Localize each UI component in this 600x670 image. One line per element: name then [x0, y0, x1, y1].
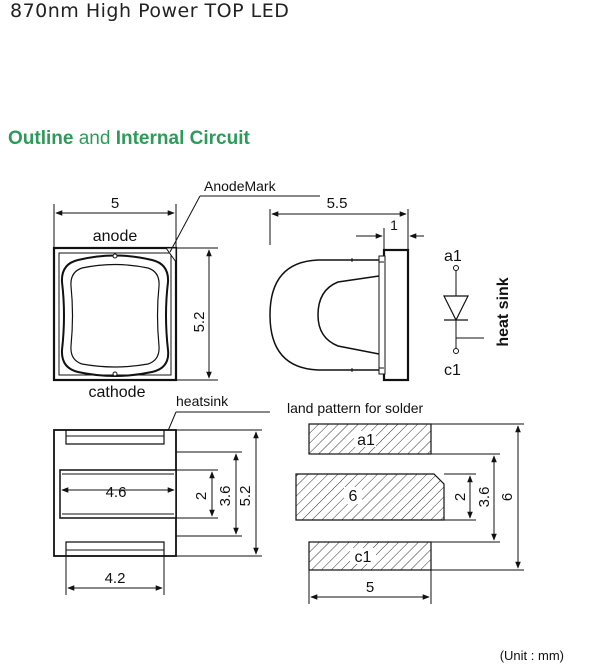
- heatsink-pad-bottom: [59, 469, 177, 519]
- top-width-label: 5: [111, 195, 119, 212]
- bottom-pad-width-label: 4.6: [106, 484, 127, 501]
- land-pattern-label: land pattern for solder: [287, 400, 424, 416]
- side-rim-label: 1: [390, 217, 398, 233]
- land-outer-height-label: 6: [499, 493, 516, 501]
- led-lens-top: [60, 254, 170, 377]
- bottom-inner-height-label: 3.6: [217, 486, 234, 507]
- internal-circuit: a1 c1 heat sink: [443, 248, 512, 379]
- side-depth-label: 5.5: [327, 195, 348, 212]
- anode-label: anode: [93, 228, 138, 245]
- land-pad-center: [295, 473, 445, 521]
- anode-mark-label: AnodeMark: [204, 178, 277, 194]
- anode-mark-corner: [165, 247, 177, 264]
- land-width-label: 5: [366, 579, 374, 596]
- heatsink-label: heatsink: [176, 393, 229, 409]
- circuit-c1-label: c1: [444, 362, 461, 379]
- land-pad-a1-label: a1: [357, 432, 375, 449]
- led-dome-side: [269, 259, 379, 371]
- land-pad-center-label: 6: [349, 488, 358, 505]
- side-view: 5.5 1: [269, 195, 424, 382]
- bottom-lead-width-label: 4.2: [105, 570, 126, 587]
- land-pad-height-label: 2: [452, 493, 469, 501]
- diode-symbol: [443, 295, 469, 322]
- section-heading-outline: Outline: [8, 128, 74, 149]
- circuit-heat-sink-label: heat sink: [495, 277, 512, 346]
- section-heading-circuit: Internal Circuit: [115, 128, 250, 149]
- land-pad-c1-label: c1: [355, 549, 372, 566]
- lead-c1-bottom: [65, 541, 165, 556]
- unit-note: (Unit : mm): [499, 648, 564, 663]
- land-pattern: land pattern for solder a1 6 c1 2 3.6 6 …: [287, 400, 524, 604]
- circuit-a1-label: a1: [444, 248, 462, 265]
- lead-a1-bottom: [65, 430, 165, 445]
- led-body-side: [382, 248, 410, 382]
- land-inner-height-label: 3.6: [476, 487, 493, 508]
- top-height-label: 5.2: [191, 312, 208, 333]
- section-heading-and: and: [78, 128, 111, 149]
- bottom-pad-height-label: 2: [193, 492, 210, 500]
- bottom-view: heatsink 4.6 2 3.6 5.2 4.2: [53, 393, 270, 595]
- top-view: 5 anode cathode AnodeMark 5.2: [52, 178, 320, 401]
- led-body-top: [52, 246, 178, 382]
- page-title: 870nm High Power TOP LED: [10, 0, 290, 22]
- bottom-outer-height-label: 5.2: [237, 486, 254, 507]
- section-heading: Outline and Internal Circuit: [8, 128, 250, 150]
- cathode-label: cathode: [89, 384, 146, 401]
